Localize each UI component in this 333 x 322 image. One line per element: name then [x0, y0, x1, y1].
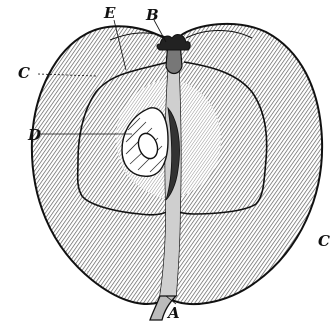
label-b: B	[145, 6, 159, 24]
label-c-right: C	[318, 232, 330, 250]
label-a: A	[166, 304, 180, 322]
label-d: D	[27, 126, 41, 144]
label-c-left: C	[18, 64, 30, 82]
label-e: E	[103, 4, 116, 22]
